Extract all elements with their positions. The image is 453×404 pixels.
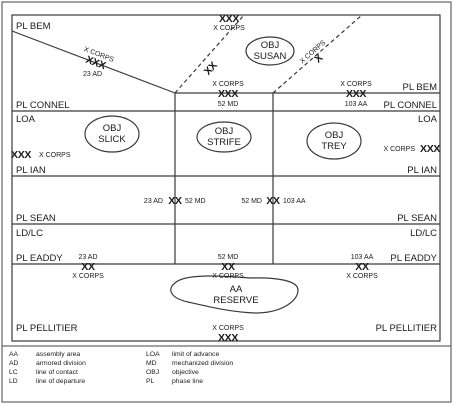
pl-eaddy-left-label: PL EADDY bbox=[16, 253, 63, 264]
pl-connel-right-label: PL CONNEL bbox=[384, 100, 438, 111]
dashed-boundary-left bbox=[174, 14, 245, 94]
right-flank-corps-label: X CORPS bbox=[383, 146, 415, 153]
loa-right-label: LOA bbox=[418, 114, 438, 125]
obj-trey-label-1: OBJ bbox=[325, 130, 344, 141]
eaddy-left-xx: XX bbox=[81, 261, 95, 273]
dashed-left-xx: XX bbox=[202, 59, 220, 77]
obj-slick-label-2: SLICK bbox=[98, 134, 126, 145]
dashed-right-marker: X CORPS X bbox=[299, 39, 328, 66]
sean-right-52md-label: 52 MD bbox=[241, 198, 262, 205]
ld-lc-right-label: LD/LC bbox=[410, 228, 437, 239]
legend-desc: mechanized division bbox=[172, 360, 233, 367]
eaddy-mid-52md-label: 52 MD bbox=[218, 254, 239, 261]
bem-mid-corps-label: X CORPS bbox=[212, 81, 244, 88]
eaddy-right-xx: XX bbox=[355, 261, 369, 273]
pl-bem-left-label: PL BEM bbox=[16, 21, 51, 32]
legend-abbr: AD bbox=[9, 360, 19, 367]
pl-ian-right-label: PL IAN bbox=[407, 165, 437, 176]
legend: AA assembly area AD armored division LC … bbox=[9, 351, 233, 385]
pl-ian-left-label: PL IAN bbox=[16, 165, 46, 176]
diagonal-23ad-label: 23 AD bbox=[83, 71, 102, 78]
sean-left-23ad-label: 23 AD bbox=[144, 198, 163, 205]
obj-slick-outline bbox=[84, 115, 140, 153]
legend-desc: phase line bbox=[172, 378, 203, 385]
legend-desc: assembly area bbox=[36, 351, 80, 358]
aa-reserve-label-1: AA bbox=[230, 284, 243, 295]
ld-lc-left-label: LD/LC bbox=[16, 228, 43, 239]
bem-right-xxx: XXX bbox=[346, 88, 366, 100]
obj-strife-outline bbox=[196, 121, 252, 153]
legend-abbr: LOA bbox=[146, 351, 160, 358]
top-corps-label: X CORPS bbox=[213, 25, 245, 32]
obj-trey-label-2: TREY bbox=[321, 141, 347, 152]
legend-abbr: MD bbox=[146, 360, 157, 367]
legend-abbr: OBJ bbox=[146, 369, 159, 376]
obj-trey-outline bbox=[306, 122, 362, 160]
eaddy-left-corps-label: X CORPS bbox=[72, 273, 104, 280]
bem-mid-xxx: XXX bbox=[218, 88, 238, 100]
dashed-right-x: X bbox=[312, 52, 325, 66]
legend-desc: line of departure bbox=[36, 378, 85, 385]
sean-left-52md-label: 52 MD bbox=[185, 198, 206, 205]
obj-susan-outline bbox=[245, 36, 295, 66]
obj-strife-label-1: OBJ bbox=[215, 126, 234, 137]
pl-eaddy-right-label: PL EADDY bbox=[390, 253, 437, 264]
legend-desc: armored division bbox=[36, 360, 86, 367]
obj-susan-label-2: SUSAN bbox=[254, 51, 287, 62]
right-flank-xxx: XXX bbox=[420, 143, 440, 155]
left-flank-corps-label: X CORPS bbox=[39, 152, 71, 159]
obj-susan-label-1: OBJ bbox=[261, 40, 280, 51]
bem-right-corps-label: X CORPS bbox=[340, 81, 372, 88]
bem-right-103aa-label: 103 AA bbox=[345, 101, 368, 108]
boundary-frame bbox=[11, 14, 441, 342]
top-corps-xxx: XXX bbox=[219, 13, 239, 25]
legend-abbr: PL bbox=[146, 378, 155, 385]
obj-slick-label-1: OBJ bbox=[103, 123, 122, 134]
eaddy-right-103aa-label: 103 AA bbox=[351, 254, 374, 261]
bottom-corps-label: X CORPS bbox=[212, 325, 244, 332]
eaddy-mid-corps-label: X CORPS bbox=[212, 273, 244, 280]
sean-right-103aa-label: 103 AA bbox=[283, 198, 306, 205]
dashed-boundary-right bbox=[272, 14, 363, 94]
pl-bem-right-label: PL BEM bbox=[403, 82, 438, 93]
legend-abbr: AA bbox=[9, 351, 19, 358]
eaddy-right-corps-label: X CORPS bbox=[346, 273, 378, 280]
left-flank-xxx: XXX bbox=[11, 149, 31, 161]
legend-desc: objective bbox=[172, 369, 199, 376]
sean-left-xx: XX bbox=[168, 195, 182, 207]
bottom-corps-xxx: XXX bbox=[218, 332, 238, 344]
legend-desc: line of contact bbox=[36, 369, 78, 376]
pl-pellitier-right-label: PL PELLITIER bbox=[376, 323, 438, 334]
eaddy-mid-xx: XX bbox=[221, 261, 235, 273]
sean-right-xx: XX bbox=[266, 195, 280, 207]
legend-abbr: LD bbox=[9, 378, 18, 385]
legend-abbr: LC bbox=[9, 369, 18, 376]
pl-pellitier-left-label: PL PELLITIER bbox=[16, 323, 78, 334]
aa-reserve-outline bbox=[170, 275, 299, 314]
obj-strife-label-2: STRIFE bbox=[207, 137, 241, 148]
pl-sean-left-label: PL SEAN bbox=[16, 213, 56, 224]
loa-left-label: LOA bbox=[16, 114, 36, 125]
aa-reserve-label-2: RESERVE bbox=[213, 295, 258, 306]
legend-desc: limit of advance bbox=[172, 351, 219, 358]
bem-mid-52md-label: 52 MD bbox=[218, 101, 239, 108]
pl-bem-diagonal bbox=[11, 30, 176, 94]
pl-connel-left-label: PL CONNEL bbox=[16, 100, 70, 111]
eaddy-left-23ad-label: 23 AD bbox=[78, 254, 97, 261]
pl-sean-right-label: PL SEAN bbox=[397, 213, 437, 224]
